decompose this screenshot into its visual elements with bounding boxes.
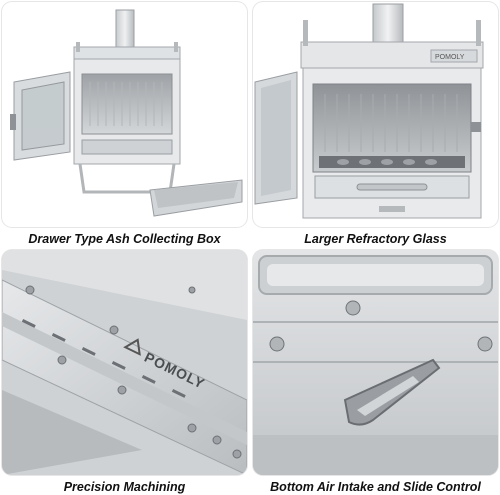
stove-ash-drawer-illustration	[10, 9, 243, 217]
photo-precision-machining: POMOLY	[2, 250, 247, 475]
stove-glass-illustration: POMOLY	[254, 3, 484, 219]
caption-ash-drawer: Drawer Type Ash Collecting Box	[28, 232, 221, 246]
photo-ash-drawer	[2, 2, 247, 227]
caption-refractory-glass: Larger Refractory Glass	[304, 232, 447, 246]
photo-air-intake-slide	[253, 250, 498, 475]
photo-refractory-glass: POMOLY	[253, 2, 498, 227]
logo-text: POMOLY	[435, 54, 465, 61]
caption-precision-machining: Precision Machining	[63, 480, 186, 494]
caption-air-intake: Bottom Air Intake and Slide Control	[270, 480, 481, 494]
machining-closeup-illustration: POMOLY	[2, 250, 247, 475]
air-intake-illustration	[253, 250, 498, 475]
